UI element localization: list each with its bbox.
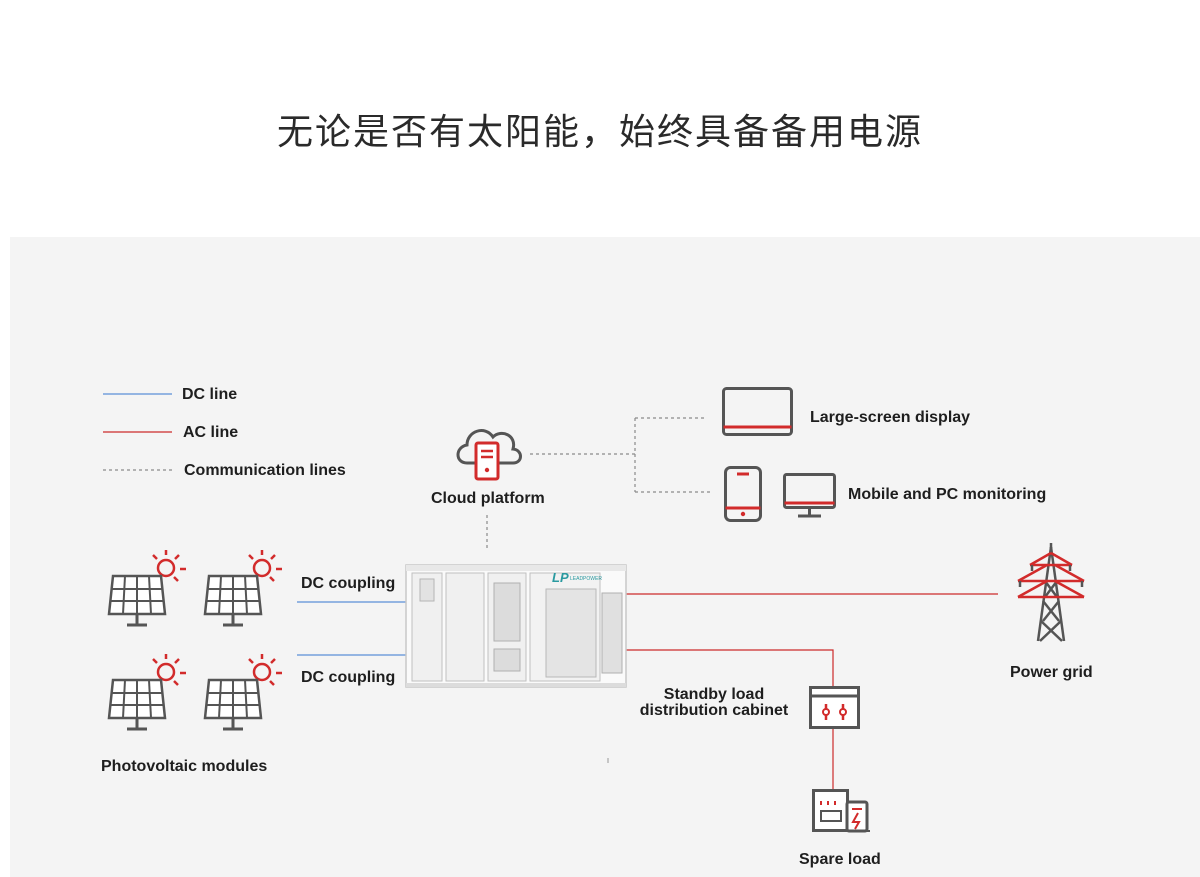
spare-load-label: Spare load [799, 851, 881, 868]
communication-lines [486, 417, 712, 549]
large-screen-display-icon [722, 387, 793, 436]
energy-storage-cabinet: LP LEADPOWER [405, 564, 627, 688]
standby-cabinet-label-line2: distribution cabinet [639, 702, 789, 719]
legend-dc-label: DC line [182, 386, 238, 403]
cabinet-brand: LEADPOWER [570, 576, 602, 582]
standby-cabinet-label: Standby load distribution cabinet [630, 687, 798, 719]
ac-lines [626, 593, 998, 789]
cloud-server-icon [456, 429, 522, 481]
legend-ac-label: AC line [183, 424, 239, 441]
pc-monitor-icon [783, 473, 836, 518]
power-grid-label: Power grid [1010, 664, 1093, 681]
dc-coupling-top-label: DC coupling [301, 575, 396, 592]
cloud-platform-label: Cloud platform [431, 490, 545, 507]
large-screen-label: Large-screen display [810, 409, 971, 426]
solar-panel-icon [107, 652, 188, 731]
distribution-cabinet-icon [809, 686, 860, 729]
solar-panel-icon [203, 652, 284, 731]
standby-cabinet-label-line1: Standby load [663, 686, 765, 703]
solar-panel-icon [203, 548, 284, 627]
page-title: 无论是否有太阳能，始终具备备用电源 [276, 112, 923, 153]
dc-coupling-bottom-label: DC coupling [301, 669, 396, 686]
solar-panel-icon [107, 548, 188, 627]
mobile-pc-label: Mobile and PC monitoring [848, 486, 1047, 503]
legend-comm-label: Communication lines [184, 462, 346, 479]
pv-modules-label: Photovoltaic modules [101, 758, 268, 775]
power-tower-icon [1017, 543, 1085, 642]
dc-lines [297, 601, 407, 656]
spare-load-icon [812, 789, 870, 833]
diagram-panel [10, 237, 1200, 877]
cabinet-logo: LP [552, 570, 569, 585]
mobile-phone-icon [724, 466, 762, 522]
